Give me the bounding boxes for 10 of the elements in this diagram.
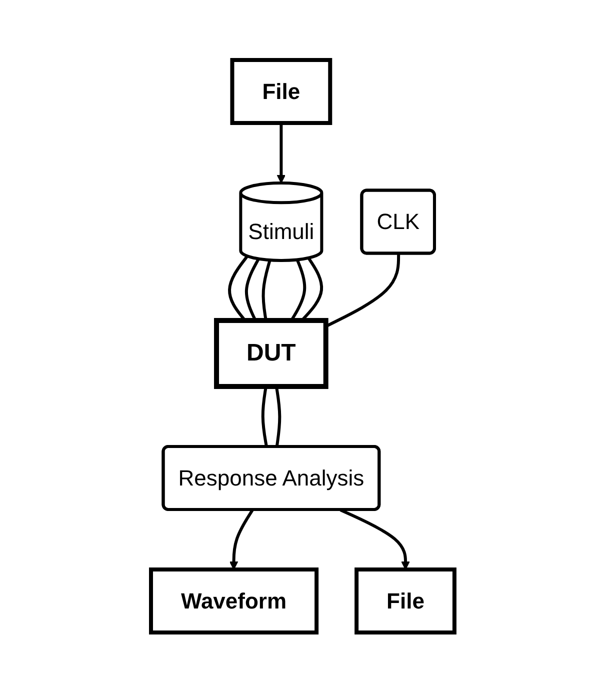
node-box: DUT <box>214 318 329 389</box>
node-box: Waveform <box>149 567 319 634</box>
node-box: File <box>230 58 332 125</box>
arrow <box>277 122 286 184</box>
node-box: File <box>354 567 457 634</box>
arrow <box>230 508 254 570</box>
arrow <box>340 508 410 570</box>
connector <box>262 386 268 447</box>
connector <box>262 259 272 320</box>
connector <box>275 386 282 447</box>
